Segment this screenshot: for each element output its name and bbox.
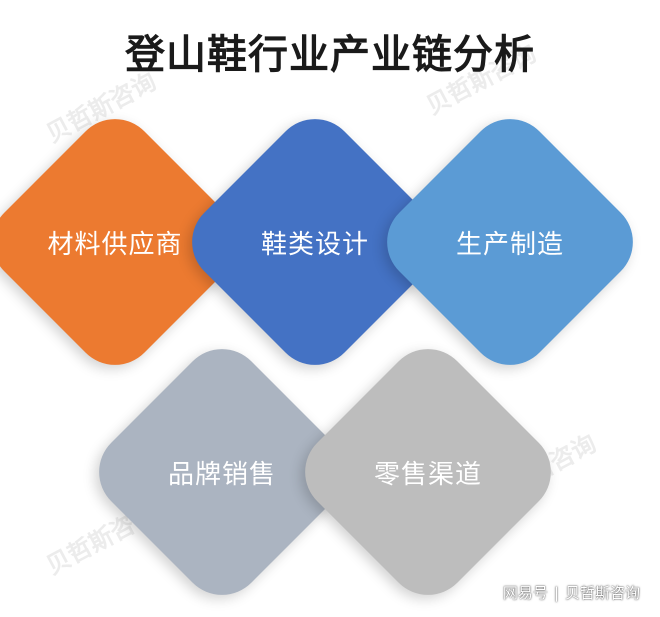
node-retail-channel: 零售渠道 — [287, 331, 569, 613]
node-material-supplier: 材料供应商 — [0, 101, 256, 383]
node-label: 生产制造 — [455, 229, 564, 260]
node-label: 零售渠道 — [373, 459, 482, 490]
source-footer: 网易号 | 贝哲斯咨询 — [503, 582, 640, 603]
node-shoe-design: 鞋类设计 — [174, 101, 456, 383]
node-label: 材料供应商 — [47, 229, 183, 260]
node-label: 鞋类设计 — [260, 229, 369, 260]
node-label: 品牌销售 — [167, 459, 276, 490]
source-name: 网易号 — [502, 584, 548, 602]
footer-separator: | — [553, 583, 559, 602]
node-brand-sales: 品牌销售 — [81, 331, 363, 613]
diagram-title: 登山鞋行业产业链分析 — [125, 31, 535, 78]
author-name: 贝哲斯咨询 — [564, 584, 640, 602]
node-manufacturing: 生产制造 — [369, 101, 651, 383]
